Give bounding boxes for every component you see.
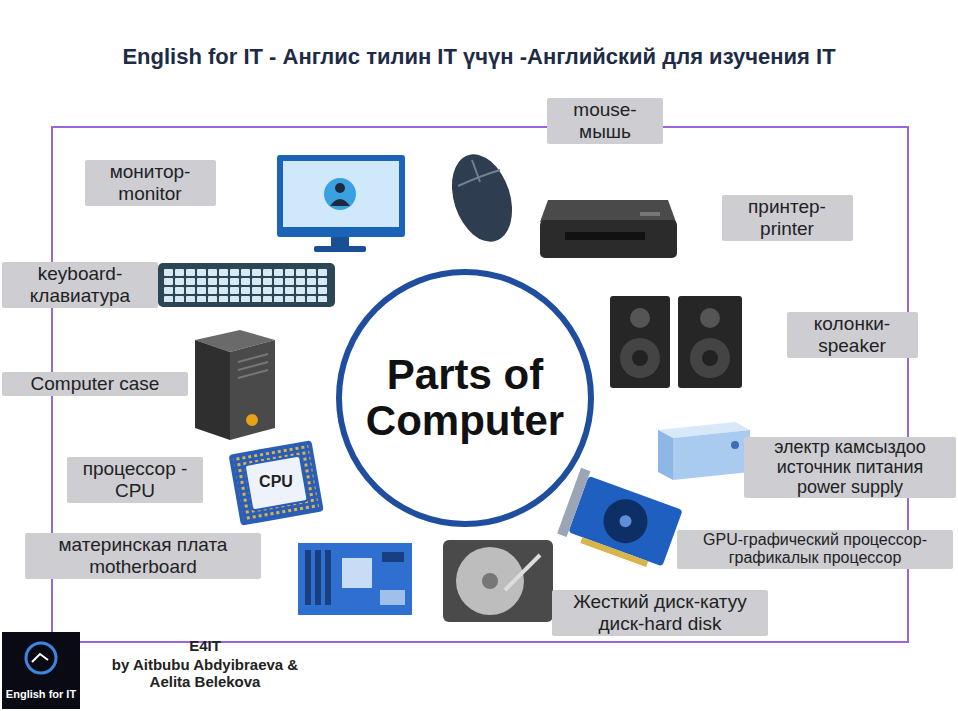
motherboard-icon-part — [315, 550, 321, 605]
circle-outline — [339, 272, 591, 524]
hard-disk-icon-part — [443, 540, 553, 622]
part-label: Жесткий диск-катуу диск-hard disk — [552, 590, 768, 636]
hard-disk-icon — [443, 540, 553, 622]
speakers-icon-part — [630, 308, 650, 328]
monitor-icon-part — [277, 155, 405, 237]
part-label: keyboard- клавиатура — [2, 262, 158, 308]
computer-case-icon — [195, 330, 275, 440]
speakers-icon-part — [690, 338, 730, 378]
chip-label: CPU — [259, 473, 293, 491]
motherboard-icon-part — [298, 543, 412, 615]
part-label: процессор -CPU — [67, 457, 203, 503]
logo-icon-part — [26, 643, 56, 673]
cpu-icon-part — [233, 445, 319, 521]
speakers-icon-part — [702, 350, 718, 366]
part-label: монитор- monitor — [85, 160, 216, 206]
motherboard-icon — [298, 543, 412, 615]
monitor-icon — [277, 155, 405, 252]
gpu-icon-part — [580, 537, 648, 567]
cpu-icon — [229, 440, 324, 525]
node-texts: Parts of Computer — [347, 352, 583, 444]
speakers-icon-part — [620, 338, 660, 378]
speakers-icon-part — [610, 296, 670, 388]
part-label: mouse- мышь — [547, 98, 663, 144]
monitor-icon-part — [314, 246, 366, 252]
printer-icon-part — [540, 200, 676, 222]
gpu-icon-part — [597, 493, 653, 549]
speakers-icon — [610, 296, 742, 388]
motherboard-icon-part — [325, 550, 331, 605]
gpu-icon-part — [568, 476, 682, 567]
part-label: принтер- printer — [722, 195, 853, 241]
monitor-icon-part — [335, 183, 345, 193]
monitor-icon-part — [330, 199, 350, 206]
part-label: Computer case — [2, 372, 188, 396]
computer-case-icon-part — [246, 414, 258, 426]
keyboard-icon — [158, 263, 335, 307]
part-label: колонки- speaker — [787, 312, 918, 358]
cpu-icon-part — [245, 455, 308, 510]
part-label: материнская плата motherboard — [25, 533, 261, 579]
logo-icon — [2, 632, 80, 709]
computer-case-icon-part — [195, 340, 230, 440]
mouse-icon-part — [441, 147, 522, 250]
motherboard-icon-part — [382, 552, 404, 562]
speakers-icon-part — [632, 350, 648, 366]
hard-disk-icon-part — [482, 573, 498, 589]
power-supply-icon — [658, 422, 750, 480]
computer-case-icon-part — [230, 340, 275, 440]
circle-title: Parts of Computer — [347, 352, 583, 444]
motherboard-icon-part — [305, 550, 311, 605]
power-supply-icon-part — [658, 430, 673, 480]
cpu-icon-part — [229, 440, 324, 525]
monitor-icon-part — [331, 237, 349, 246]
motherboard-icon-part — [380, 590, 405, 605]
logo-icon-part — [32, 654, 48, 662]
monitor-icon-part — [324, 178, 356, 210]
printer-icon-part — [640, 212, 660, 216]
center-circle: Parts of Computer — [335, 268, 595, 528]
keyboard-icon-part — [158, 263, 335, 307]
power-supply-icon-part — [731, 441, 739, 449]
brand-label: E4IT — [189, 637, 221, 654]
logo-text: English for IT — [6, 688, 76, 701]
hard-disk-icon-part — [505, 555, 540, 590]
printer-icon — [540, 200, 677, 258]
power-supply-icon-part — [673, 430, 750, 480]
keyboard-icon-part — [163, 268, 328, 302]
printer-icon-part — [565, 232, 645, 240]
speakers-icon-part — [700, 308, 720, 328]
logo-icon-part — [2, 632, 80, 709]
title: English for IT - Англис тилин IT үчүн -А… — [122, 44, 835, 69]
printer-icon-part — [540, 220, 677, 258]
caption: by Aitbubu Abdyibraeva & Aelita Belekova — [111, 656, 299, 691]
part-label: электр камсыздоо источник питания power … — [744, 437, 956, 498]
gpu-icon-part — [618, 513, 633, 528]
motherboard-icon-part — [342, 558, 372, 588]
part-label: GPU-графический процессор- графикалык пр… — [677, 530, 953, 569]
mouse-icon-part — [472, 160, 480, 182]
mouse-icon — [441, 147, 522, 250]
speakers-icon-part — [678, 296, 742, 388]
gpu-icon — [557, 468, 685, 572]
computer-case-icon-part — [238, 354, 268, 378]
monitor-icon-part — [283, 161, 399, 227]
